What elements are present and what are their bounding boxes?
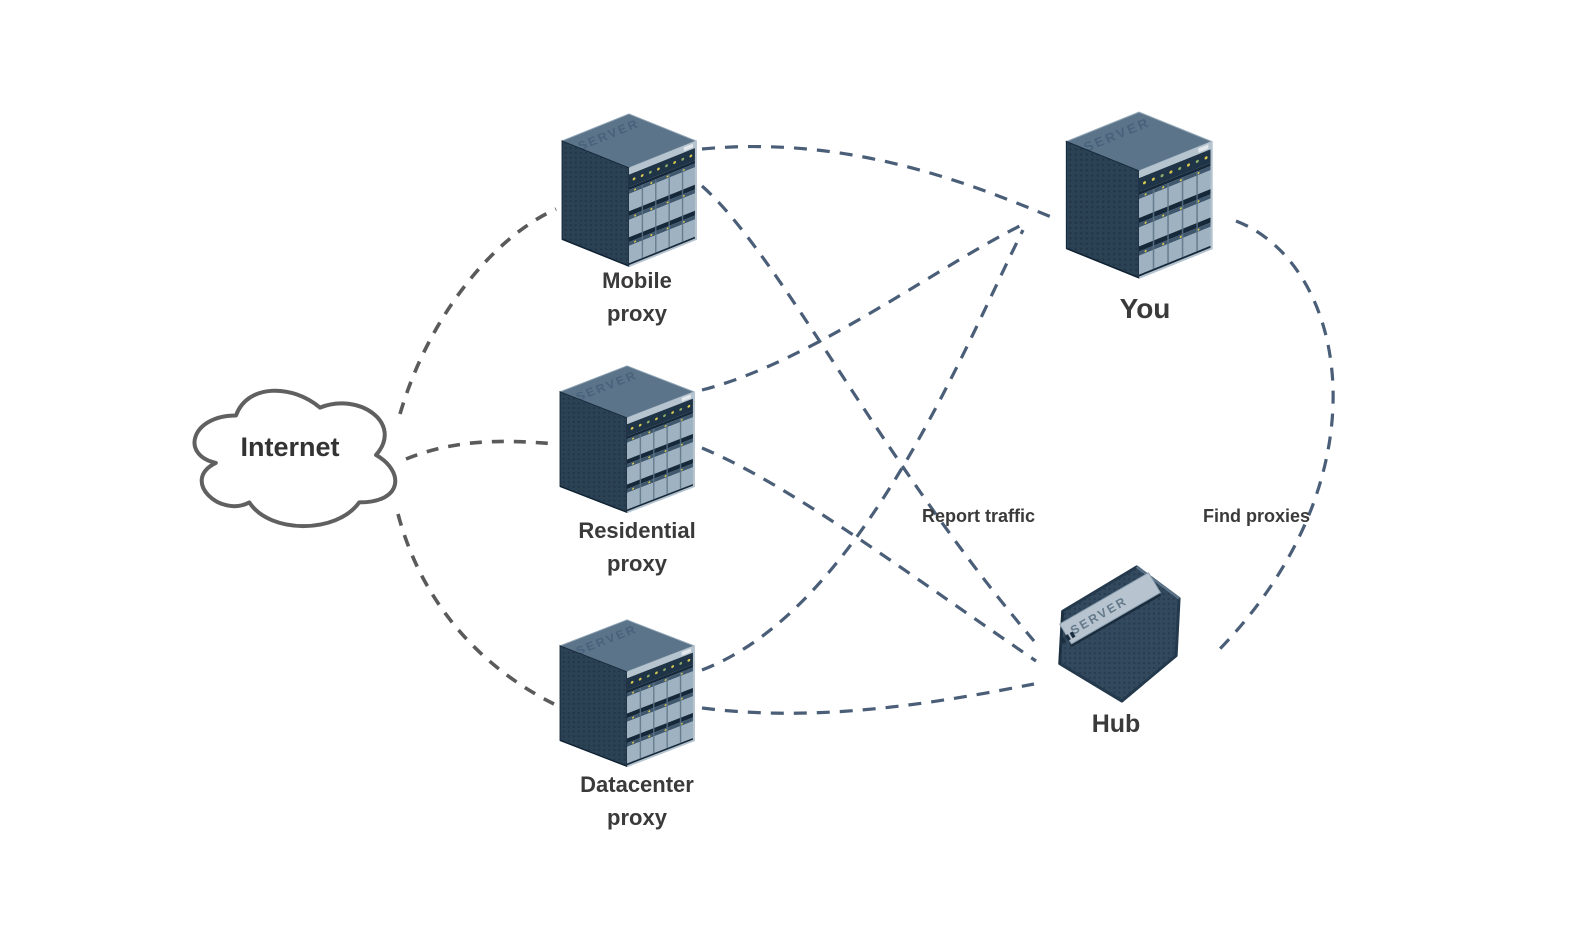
node-hub-label: Hub	[1091, 710, 1141, 738]
link-internet-mobile-proxy	[398, 207, 557, 415]
node-label-line: proxy	[607, 805, 667, 830]
link-internet-residential-proxy	[405, 439, 557, 461]
link-residential-proxy-hub	[701, 446, 1037, 663]
node-label-line: Mobile	[602, 268, 672, 293]
server-icon: SERVER	[560, 113, 698, 268]
node-datacenter-proxy-label: Datacenter proxy	[527, 768, 747, 834]
node-label-line: proxy	[607, 551, 667, 576]
link-internet-datacenter-proxy	[396, 513, 555, 706]
server-icon: SERVER	[558, 619, 696, 768]
link-mobile-proxy-you	[701, 145, 1057, 221]
node-label-line: proxy	[607, 301, 667, 326]
link-mobile-proxy-hub	[700, 184, 1036, 643]
node-mobile-proxy-label: Mobile proxy	[537, 264, 737, 330]
node-residential-proxy-label: Residential proxy	[527, 514, 747, 580]
server-icon: SERVER	[558, 365, 696, 514]
internet-cloud	[192, 388, 398, 529]
edge-label-report-traffic: Report traffic	[922, 506, 1036, 526]
hub-server-icon: SERVER	[1058, 565, 1181, 703]
link-datacenter-proxy-hub	[701, 682, 1035, 715]
link-residential-proxy-you	[701, 221, 1027, 392]
node-label-line: Datacenter	[580, 772, 694, 797]
link-datacenter-proxy-you	[701, 229, 1025, 672]
link-you-hub	[1212, 219, 1335, 657]
edge-label-find-proxies: Find proxies	[1203, 506, 1311, 526]
node-you-label: You	[1119, 293, 1171, 324]
server-icon: SERVER	[1064, 111, 1214, 279]
internet-label: Internet	[240, 432, 340, 462]
node-label-line: Residential	[578, 518, 696, 543]
